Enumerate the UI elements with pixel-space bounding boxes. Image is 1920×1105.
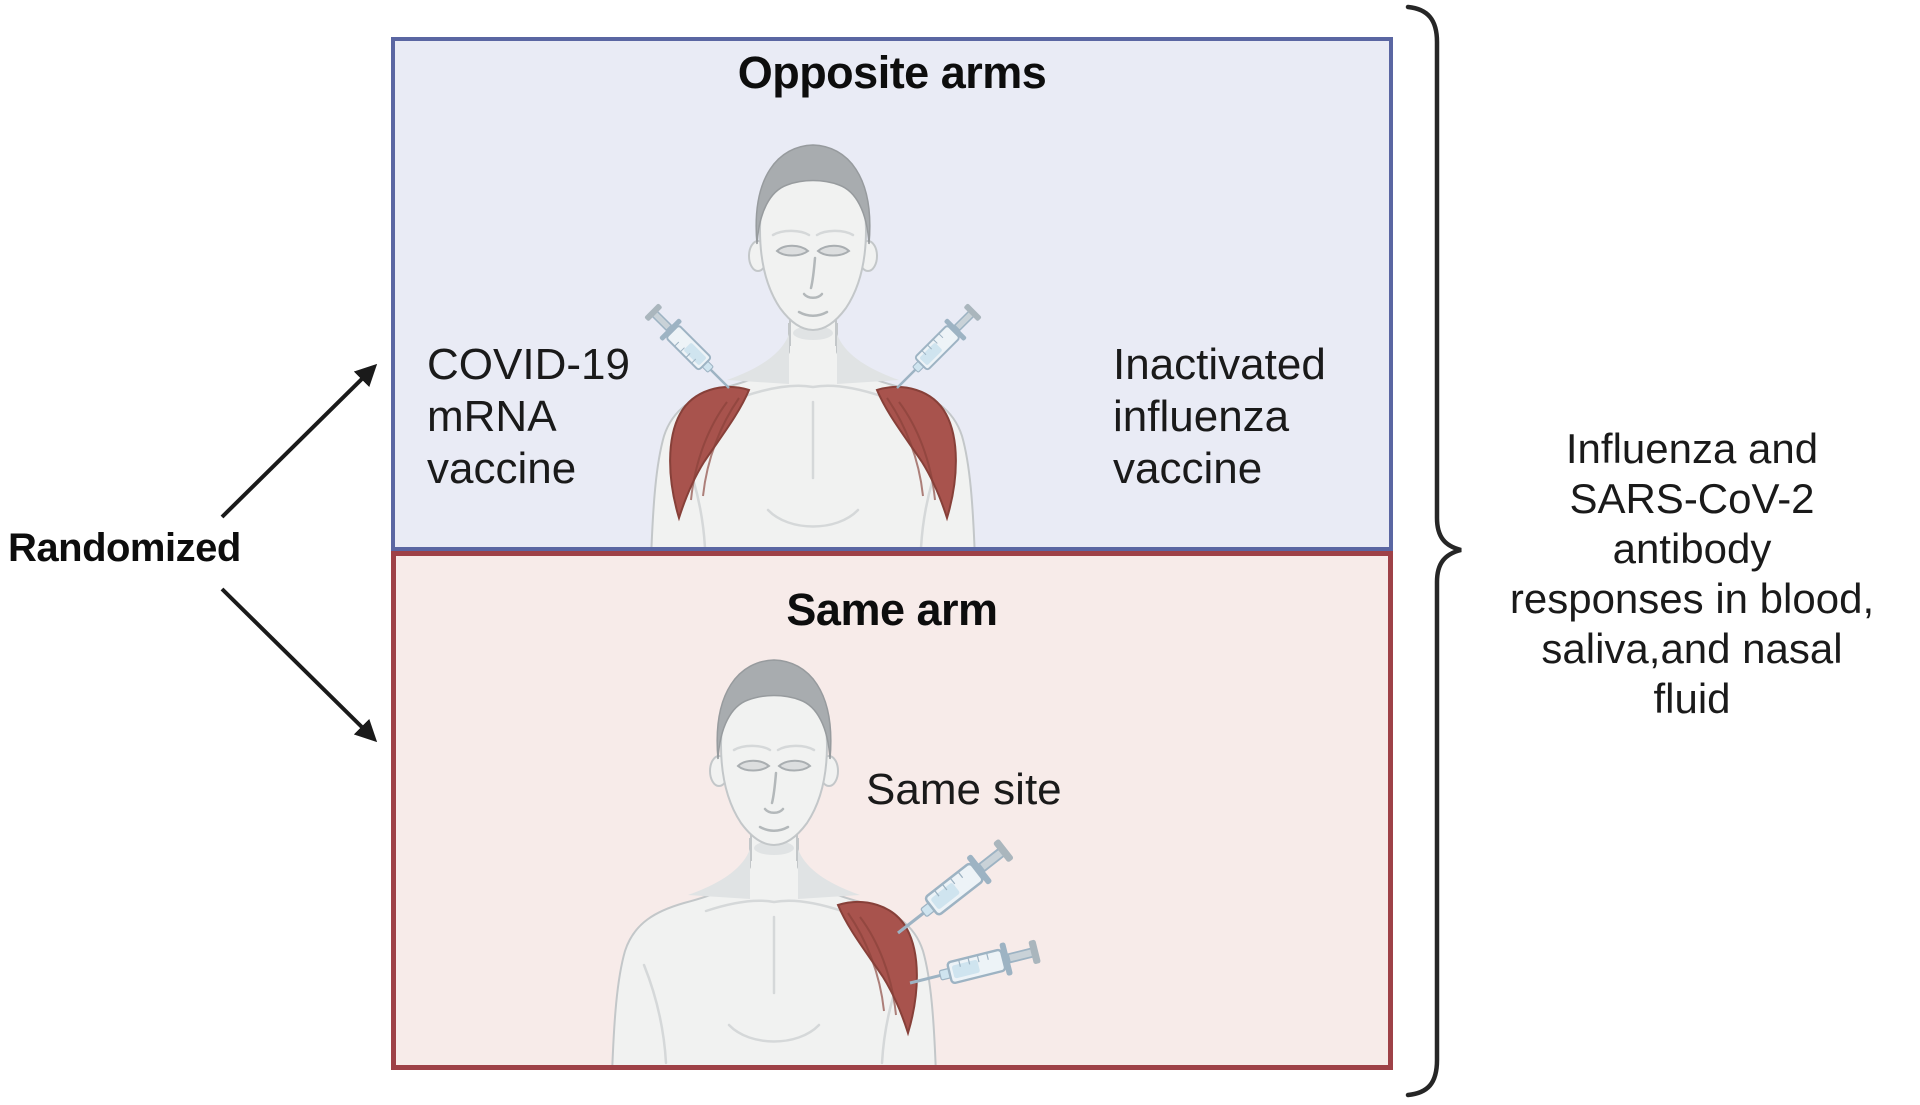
- left-deltoid-muscle: [669, 386, 751, 522]
- same-site-label: Same site: [866, 765, 1062, 814]
- same-arm-person-illustration: [610, 658, 1044, 1065]
- grouping-brace-icon: [1405, 4, 1462, 1098]
- covid-syringe-icon: [640, 299, 741, 400]
- randomize-arrow-to-opposite-arms: [220, 363, 378, 519]
- opposite-arms-panel: Opposite arms COVID-19 mRNA vaccine Inac…: [391, 37, 1393, 551]
- randomize-arrow-to-same-arm: [220, 587, 378, 743]
- covid-vaccine-label: COVID-19 mRNA vaccine: [427, 340, 630, 493]
- right-deltoid-muscle: [875, 386, 957, 522]
- same-arm-panel: Same arm Same site: [391, 551, 1393, 1070]
- outcome-text: Influenza and SARS-CoV-2 antibody respon…: [1509, 425, 1875, 722]
- influenza-vaccine-label: Inactivated influenza vaccine: [1113, 340, 1326, 493]
- influenza-syringe-icon: [885, 299, 986, 400]
- randomized-label: Randomized: [8, 526, 241, 570]
- same-site-deltoid-muscle: [836, 901, 918, 1037]
- opposite-arms-person-illustration: [640, 143, 986, 547]
- same-arm-title: Same arm: [786, 584, 998, 635]
- opposite-arms-title: Opposite arms: [737, 47, 1047, 98]
